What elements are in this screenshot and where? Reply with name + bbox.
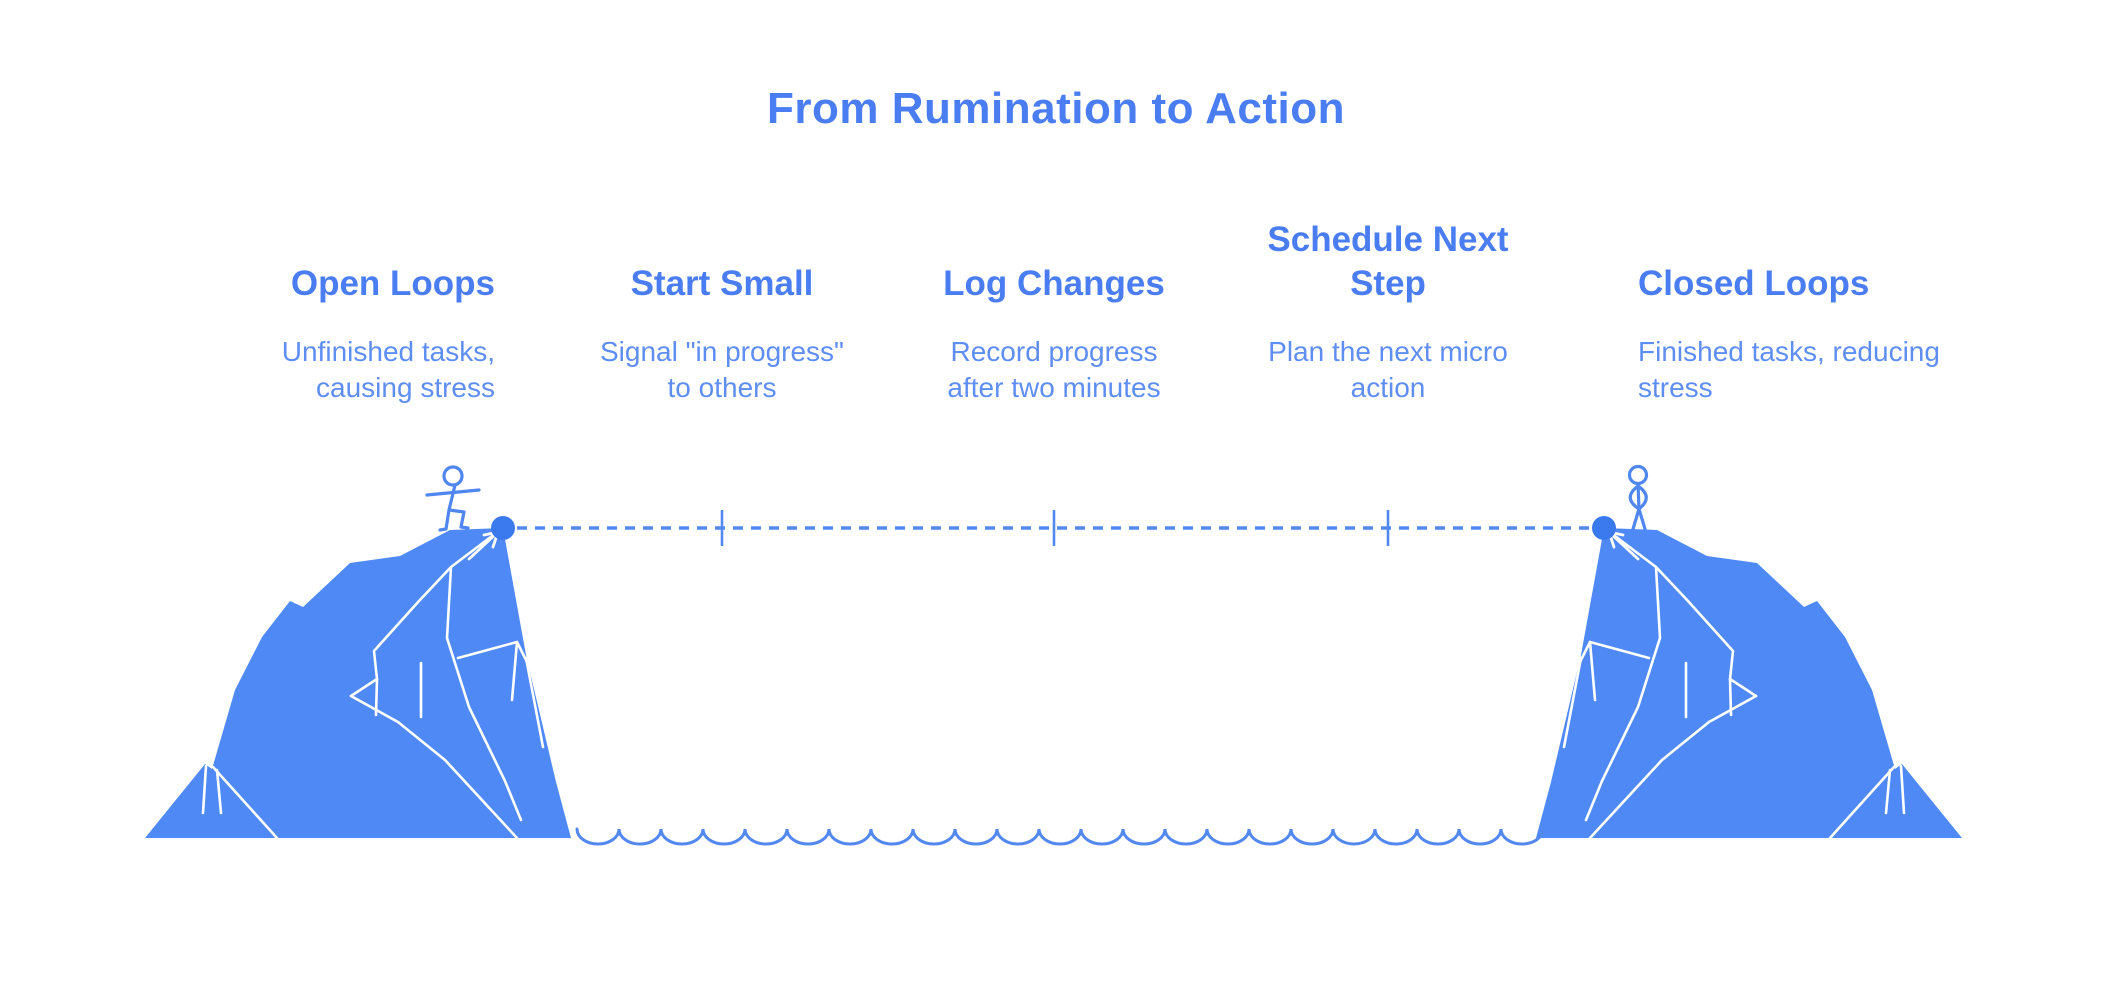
step-column-start-small: Start Small Signal "in progress" to othe…: [552, 150, 892, 406]
step-header: Closed Loops: [1638, 264, 1870, 303]
step-subtitle: Record progress after two minutes: [947, 336, 1161, 403]
step-column-open-loops: Open Loops Unfinished tasks, causing str…: [155, 150, 495, 406]
step-column-schedule-next-step: Schedule Next Step Plan the next micro a…: [1218, 150, 1558, 406]
rope-tick-marks: [720, 510, 1390, 546]
step-column-log-changes: Log Changes Record progress after two mi…: [884, 150, 1224, 406]
step-header: Start Small: [630, 264, 814, 303]
walking-stick-figure-icon: [425, 465, 481, 532]
left-cliff: [143, 514, 573, 840]
water-wave-line: [575, 827, 1545, 846]
step-subtitle: Finished tasks, reducing stress: [1638, 336, 1940, 403]
step-header: Log Changes: [943, 264, 1165, 303]
step-header: Open Loops: [290, 264, 495, 303]
step-subtitle: Unfinished tasks, causing stress: [281, 336, 495, 403]
standing-stick-figure-icon: [1627, 464, 1649, 531]
step-column-closed-loops: Closed Loops Finished tasks, reducing st…: [1638, 150, 2008, 406]
step-subtitle: Plan the next micro action: [1268, 336, 1508, 403]
step-subtitle: Signal "in progress" to others: [599, 336, 844, 403]
right-cliff: [1534, 514, 1964, 840]
step-header: Schedule Next Step: [1267, 220, 1509, 303]
page-title: From Rumination to Action: [767, 84, 1345, 133]
